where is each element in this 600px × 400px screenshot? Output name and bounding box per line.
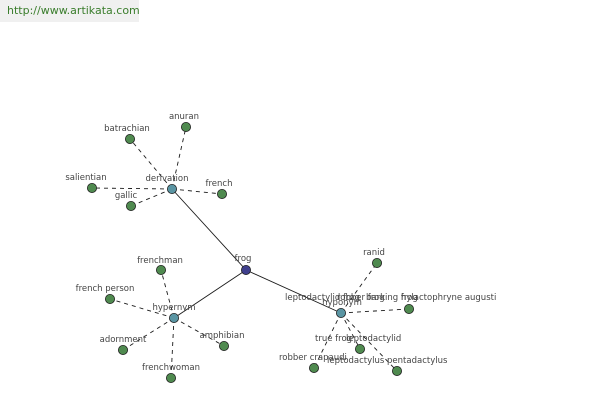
label-barking-frog: barking frog xyxy=(366,293,418,303)
label-derivation: derivation xyxy=(145,174,188,184)
node-adornment[interactable] xyxy=(118,344,129,355)
label-anuran: anuran xyxy=(169,112,199,122)
label-french: french xyxy=(206,179,233,189)
edge-derivation-french xyxy=(171,188,223,195)
edge-hypernym-amphibian xyxy=(173,317,225,347)
edge-hypernym-adornment xyxy=(122,317,175,351)
label-amphibian: amphibian xyxy=(200,331,245,341)
node-anuran[interactable] xyxy=(180,122,191,133)
node-hypernym[interactable] xyxy=(168,312,179,323)
node-ranid[interactable] xyxy=(371,257,382,268)
label-hylactophryne-augusti: hylactophryne augusti xyxy=(401,293,496,303)
label-french-person: french person xyxy=(76,284,135,294)
node-derivation[interactable] xyxy=(166,183,177,194)
node-french-person[interactable] xyxy=(105,293,116,304)
node-robber-crapaudi[interactable] xyxy=(308,362,319,373)
node-hylactophryne-augusti[interactable] xyxy=(403,303,414,314)
label-robber-crapaudi: robber crapaudi xyxy=(279,353,347,363)
edge-hyponym-robber-crapaudi xyxy=(313,312,342,369)
label-true-frog: true frog xyxy=(315,334,352,344)
node-leptodactylus-pentadactylus[interactable] xyxy=(391,365,402,376)
label-frog: frog xyxy=(235,254,252,264)
edge-hypernym-frenchman xyxy=(160,269,175,319)
edges-layer xyxy=(91,126,410,379)
edge-frog-hyponym xyxy=(245,269,342,314)
node-gallic[interactable] xyxy=(126,200,137,211)
node-frenchwoman[interactable] xyxy=(165,372,176,383)
edge-derivation-salientian xyxy=(91,187,173,190)
label-gallic: gallic xyxy=(115,191,138,201)
node-salientian[interactable] xyxy=(87,182,98,193)
source-url-link[interactable]: http://www.artikata.com xyxy=(0,0,139,22)
label-leptodactylus-pentadactylus: leptodactylus pentadactylus xyxy=(327,356,448,366)
labels-layer: frog derivation hypernym hyponym batrachian a… xyxy=(65,112,496,373)
label-leptodactylid: leptodactylid xyxy=(346,334,401,344)
edge-derivation-anuran xyxy=(171,126,187,190)
label-frenchwoman: frenchwoman xyxy=(142,363,200,373)
node-leptodactylid[interactable] xyxy=(354,343,365,354)
label-hyponym: hyponym xyxy=(322,298,362,308)
edge-hypernym-french-person xyxy=(109,298,175,319)
edge-hyponym-leptodactylid xyxy=(340,312,361,350)
edge-hyponym-ranid xyxy=(340,262,378,314)
node-amphibian[interactable] xyxy=(218,340,229,351)
label-salientian: salientian xyxy=(65,173,106,183)
node-french[interactable] xyxy=(216,188,227,199)
edge-frog-hypernym xyxy=(173,269,247,319)
edge-hyponym-hylactophryne-augusti xyxy=(340,308,410,314)
label-leptodactylid-frog: leptodactylid frog xyxy=(285,293,360,303)
edge-hyponym-leptodactylus-pentadactylus xyxy=(340,312,398,372)
node-hyponym[interactable] xyxy=(335,307,346,318)
label-ranid: ranid xyxy=(363,248,385,258)
edge-derivation-batrachian xyxy=(129,138,173,190)
label-hypernym: hypernym xyxy=(152,303,195,313)
edge-hypernym-frenchwoman xyxy=(170,317,175,379)
label-batrachian: batrachian xyxy=(104,124,150,134)
label-adornment: adornment xyxy=(100,335,147,345)
node-frenchman[interactable] xyxy=(155,264,166,275)
label-frenchman: frenchman xyxy=(137,256,183,266)
node-batrachian[interactable] xyxy=(125,133,136,144)
nodes-layer xyxy=(87,122,414,383)
edge-frog-derivation xyxy=(171,188,247,271)
label-robber-frog: robber frog xyxy=(337,293,385,303)
node-frog[interactable] xyxy=(240,264,251,275)
